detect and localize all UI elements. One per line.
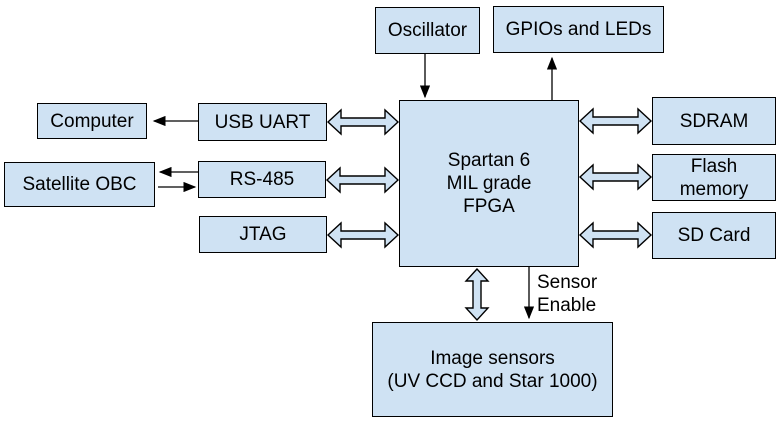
node-image-sensors: Image sensors (UV CCD and Star 1000) [372,322,613,417]
node-sdram-label: SDRAM [679,110,749,132]
node-sd-card-label: SD Card [677,225,751,246]
node-fpga: Spartan 6 MIL grade FPGA [399,100,579,267]
bus-arrow-jtag-fpga [326,221,400,249]
node-satellite-obc: Satellite OBC [4,162,155,207]
node-rs485-label: RS-485 [229,169,295,190]
node-rs485: RS-485 [198,161,326,198]
node-image-sensors-label: Image sensors (UV CCD and Star 1000) [387,347,598,392]
node-sdram: SDRAM [652,97,776,145]
node-jtag: JTAG [199,216,327,253]
node-gpios-leds: GPIOs and LEDs [493,6,664,53]
node-usb-uart: USB UART [198,103,327,141]
node-satellite-obc-label: Satellite OBC [22,174,137,195]
bus-arrow-fpga-sdram [578,107,653,135]
node-flash-memory: Flash memory [652,154,776,201]
bus-arrow-fpga-sdcard [578,221,653,249]
node-usb-uart-label: USB UART [214,111,311,133]
bus-arrow-usbuart-fpga [326,108,400,136]
node-sd-card: SD Card [652,212,776,259]
node-fpga-label: Spartan 6 MIL grade FPGA [446,150,532,217]
bus-arrow-fpga-flash [578,163,653,191]
sensor-enable-label: Sensor Enable [537,272,598,316]
node-flash-memory-label: Flash memory [679,155,749,200]
node-computer: Computer [37,103,147,139]
node-oscillator-label: Oscillator [387,20,468,41]
bus-arrow-fpga-imagesensors [464,267,490,322]
node-gpios-leds-label: GPIOs and LEDs [505,19,652,40]
node-jtag-label: JTAG [239,224,287,245]
node-oscillator: Oscillator [375,7,480,54]
bus-arrow-rs485-fpga [325,166,400,194]
node-computer-label: Computer [50,110,134,132]
